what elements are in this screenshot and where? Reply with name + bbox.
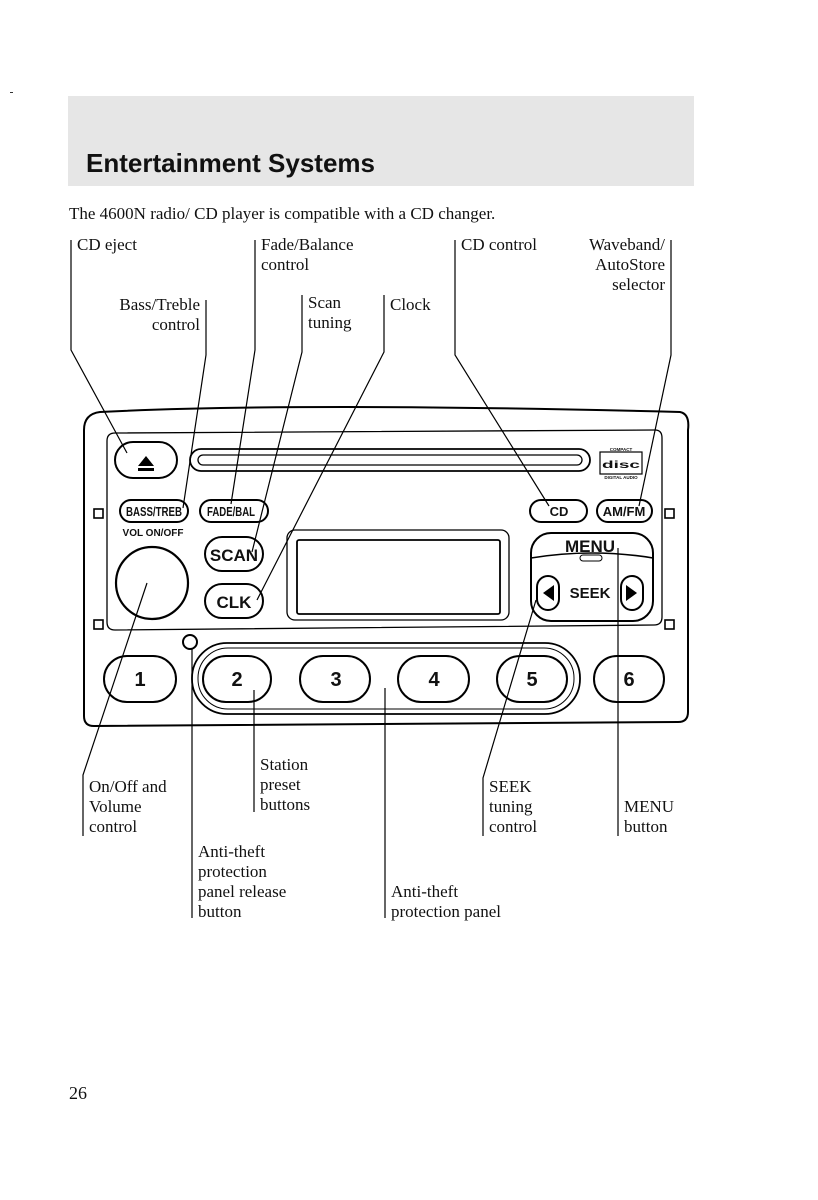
preset-button-4[interactable]: 4 xyxy=(397,655,470,703)
svg-text:tuning: tuning xyxy=(308,313,352,332)
callout-anti-theft-release: Anti-theft protection panel release butt… xyxy=(191,648,286,921)
preset-button-3[interactable]: 3 xyxy=(299,655,371,703)
svg-text:Clock: Clock xyxy=(390,295,431,314)
page-number: 26 xyxy=(69,1083,87,1103)
cd-slot xyxy=(189,448,591,472)
svg-text:1: 1 xyxy=(134,669,145,691)
callout-anti-theft-panel: Anti-theft protection panel xyxy=(384,688,501,921)
svg-text:SEEK: SEEK xyxy=(489,777,532,796)
svg-text:preset: preset xyxy=(260,775,301,794)
svg-text:CD: CD xyxy=(550,504,569,519)
svg-text:5: 5 xyxy=(526,669,537,691)
callout-cd-control: CD control xyxy=(454,235,550,507)
preset-button-6[interactable]: 6 xyxy=(593,655,665,703)
mount-hole-tl xyxy=(93,508,104,519)
svg-text:control: control xyxy=(89,817,137,836)
svg-text:Anti-theft: Anti-theft xyxy=(198,842,265,861)
callout-seek-tuning: SEEK tuning control xyxy=(482,599,537,836)
svg-text:Volume: Volume xyxy=(89,797,142,816)
menu-indicator xyxy=(579,554,603,562)
svg-text:BASS/TREB: BASS/TREB xyxy=(126,504,182,519)
svg-text:4: 4 xyxy=(428,669,440,691)
callout-bass-treble: Bass/Treble control xyxy=(119,295,207,509)
callout-cd-eject: CD eject xyxy=(70,235,137,454)
svg-text:control: control xyxy=(152,315,200,334)
scan-button[interactable]: SCAN xyxy=(204,536,264,572)
callout-waveband: Waveband/ AutoStore selector xyxy=(589,235,672,507)
svg-text:SCAN: SCAN xyxy=(210,546,258,565)
mount-hole-br xyxy=(664,619,675,630)
svg-text:CD control: CD control xyxy=(461,235,537,254)
page-title: Entertainment Systems xyxy=(86,148,375,178)
svg-text:CD eject: CD eject xyxy=(77,235,137,254)
svg-text:Bass/Treble: Bass/Treble xyxy=(119,295,200,314)
svg-text:AM/FM: AM/FM xyxy=(603,504,646,519)
seek-left-button[interactable] xyxy=(536,575,560,611)
svg-text:3: 3 xyxy=(330,669,341,691)
svg-text:COMPACT: COMPACT xyxy=(610,447,633,452)
vol-on-off-label: VOL ON/OFF xyxy=(123,528,184,539)
eject-icon xyxy=(138,456,154,471)
svg-text:button: button xyxy=(624,817,668,836)
callout-menu-button: MENU button xyxy=(617,548,674,836)
intro-text: The 4600N radio/ CD player is compatible… xyxy=(69,204,496,223)
cd-button[interactable]: CD xyxy=(529,499,588,523)
seek-label: SEEK xyxy=(570,585,611,602)
svg-text:button: button xyxy=(198,902,242,921)
svg-text:protection: protection xyxy=(198,862,267,881)
callout-fade-balance: Fade/Balance control xyxy=(230,235,354,505)
svg-text:panel release: panel release xyxy=(198,882,286,901)
seek-right-button[interactable] xyxy=(620,575,644,611)
compact-disc-logo: COMPACT disc DIGITAL AUDIO xyxy=(599,447,643,480)
menu-button[interactable]: MENU xyxy=(565,537,615,562)
svg-text:Scan: Scan xyxy=(308,293,342,312)
callout-station-preset: Station preset buttons xyxy=(253,690,310,814)
svg-text:DIGITAL AUDIO: DIGITAL AUDIO xyxy=(604,475,638,480)
preset-button-1[interactable]: 1 xyxy=(103,655,177,703)
svg-text:Waveband/: Waveband/ xyxy=(589,235,665,254)
svg-text:buttons: buttons xyxy=(260,795,310,814)
triangle-right-icon xyxy=(626,585,637,601)
display-screen xyxy=(286,529,510,621)
svg-text:control: control xyxy=(489,817,537,836)
fade-bal-button[interactable]: FADE/BAL xyxy=(199,499,269,523)
volume-knob[interactable] xyxy=(114,545,190,621)
radio-inner-panel xyxy=(106,429,663,631)
svg-text:selector: selector xyxy=(612,275,665,294)
callout-scan-tuning: Scan tuning xyxy=(251,293,352,553)
am-fm-button[interactable]: AM/FM xyxy=(596,499,653,523)
svg-text:6: 6 xyxy=(623,669,634,691)
svg-text:control: control xyxy=(261,255,309,274)
svg-text:tuning: tuning xyxy=(489,797,533,816)
svg-text:Anti-theft: Anti-theft xyxy=(391,882,458,901)
svg-text:CLK: CLK xyxy=(217,593,253,612)
svg-text:MENU: MENU xyxy=(624,797,674,816)
svg-text:FADE/BAL: FADE/BAL xyxy=(207,504,255,519)
svg-text:Fade/Balance: Fade/Balance xyxy=(261,235,354,254)
svg-text:protection panel: protection panel xyxy=(391,902,501,921)
anti-theft-release-button[interactable] xyxy=(182,634,198,650)
clk-button[interactable]: CLK xyxy=(204,583,264,619)
svg-text:Station: Station xyxy=(260,755,309,774)
header-band xyxy=(68,96,694,186)
svg-text:On/Off and: On/Off and xyxy=(89,777,167,796)
bass-treb-button[interactable]: BASS/TREB xyxy=(119,499,189,523)
mount-hole-bl xyxy=(93,619,104,630)
mount-hole-tr xyxy=(664,508,675,519)
svg-text:MENU: MENU xyxy=(565,537,615,556)
callout-clock: Clock xyxy=(256,295,431,601)
callout-on-off-volume: On/Off and Volume control xyxy=(82,582,167,836)
svg-text:2: 2 xyxy=(231,669,242,691)
preset-button-2[interactable]: 2 xyxy=(202,655,272,703)
triangle-left-icon xyxy=(543,585,554,601)
corner-mark xyxy=(10,92,13,93)
eject-button[interactable] xyxy=(114,441,178,479)
svg-text:disc: disc xyxy=(602,460,641,471)
svg-text:AutoStore: AutoStore xyxy=(595,255,665,274)
preset-button-5[interactable]: 5 xyxy=(496,655,568,703)
anti-theft-panel-inner xyxy=(197,647,575,710)
